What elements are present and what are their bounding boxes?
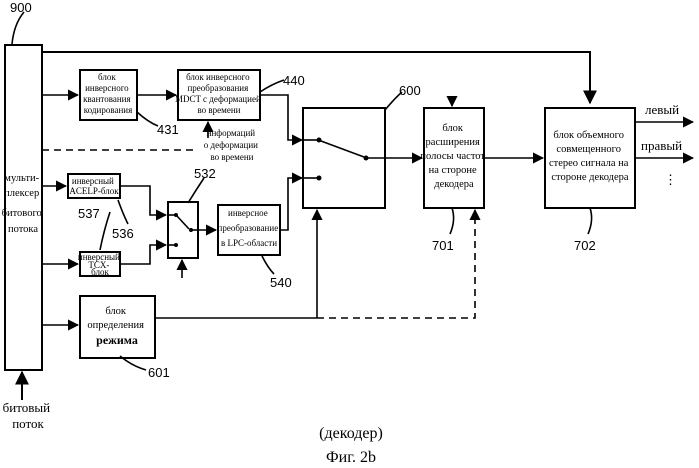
ref-537: 537 <box>78 206 100 221</box>
ref-532: 532 <box>194 166 216 181</box>
ref-440: 440 <box>283 73 305 88</box>
ref-601: 601 <box>148 365 170 380</box>
left-output-label: левый <box>645 102 679 117</box>
caption-decoder: (декодер) <box>319 425 383 442</box>
ref-900: 900 <box>10 0 32 15</box>
figure-caption: Фиг. 2b <box>326 449 376 466</box>
bitstream-input-label: битовый поток <box>3 400 54 431</box>
ref-540: 540 <box>270 275 292 290</box>
ref-536: 536 <box>112 226 134 241</box>
ref-702: 702 <box>574 238 596 253</box>
inverse-acelp-label: инверсный ACELP-блок <box>69 176 119 196</box>
ref-431: 431 <box>157 122 179 137</box>
ref-701: 701 <box>432 238 454 253</box>
ref-600: 600 <box>399 83 421 98</box>
more-outputs-label: ⋮ <box>664 172 677 187</box>
right-output-label: правый <box>641 138 682 153</box>
warp-info-label: информаций о деформации во времени <box>204 128 260 162</box>
